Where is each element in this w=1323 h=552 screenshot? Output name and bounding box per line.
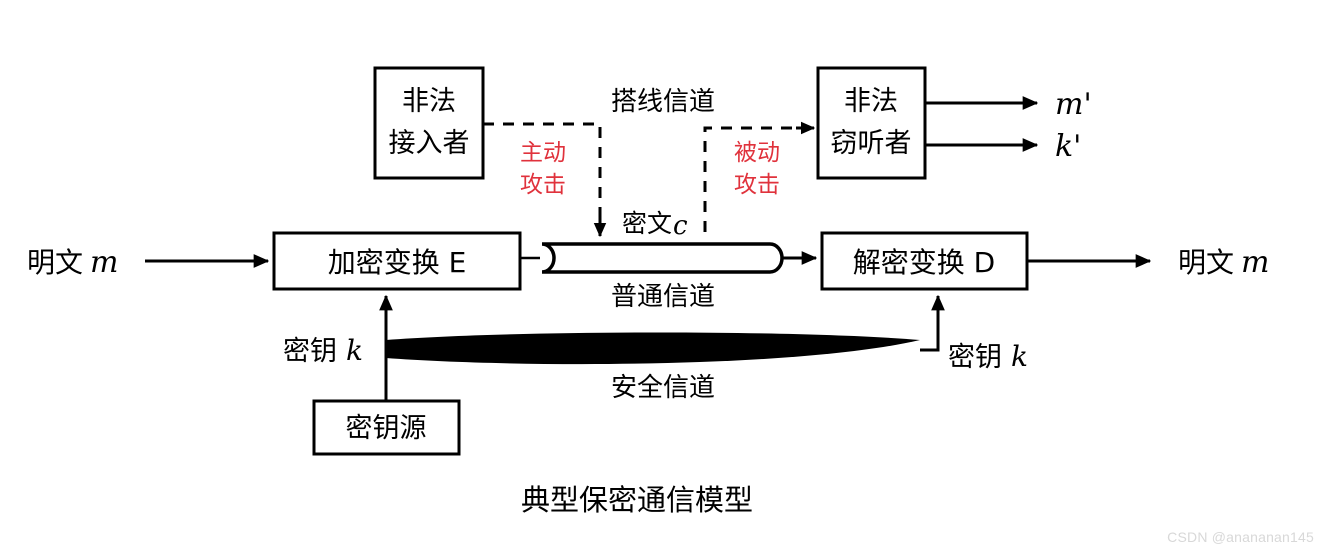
key-to-decrypt-arrow: [920, 294, 945, 352]
plaintext-input-group: 明文 m: [27, 245, 270, 280]
illegal-eavesdropper-label-line1: 非法: [844, 86, 898, 117]
key-right-variable: k: [1011, 340, 1028, 373]
plaintext-output-cjk-label: 明文: [1178, 246, 1234, 279]
illegal-eavesdropper-label-line2: 窃听者: [831, 128, 912, 159]
decrypt-transform-box: 解密变换 D: [820, 231, 1029, 291]
active-attack-dashed-line: [483, 122, 602, 222]
encrypt-transform-label: 加密变换 E: [328, 246, 467, 279]
key-right-cjk-label: 密钥: [948, 342, 1002, 373]
secure-channel-label: 安全信道: [611, 373, 715, 403]
key-left-connection: 密钥 k: [283, 294, 393, 401]
passive-attack-label-line2: 攻击: [734, 172, 780, 198]
illegal-eavesdropper-rect: [816, 66, 927, 180]
key-source-label: 密钥源: [346, 413, 427, 444]
channel-tube-shape: [541, 242, 784, 274]
key-left-cjk-label: 密钥: [283, 336, 337, 367]
ordinary-channel-pipe: 普通信道: [520, 242, 818, 312]
encrypt-transform-rect: [272, 231, 522, 291]
secure-channel-lens: [386, 332, 920, 365]
illegal-accessor-label-line2: 接入者: [389, 128, 470, 159]
illegal-eavesdropper-box: 非法 窃听者: [816, 66, 927, 180]
plaintext-output-group: 明文 m: [1027, 245, 1269, 280]
plaintext-output-variable: m: [1241, 245, 1269, 280]
csdn-watermark: CSDN @anananan145: [1167, 529, 1314, 545]
passive-attack-dashed-line: [703, 126, 800, 232]
key-right-connection: 密钥 k: [920, 294, 1028, 373]
m-prime-label: m': [1055, 87, 1092, 122]
plaintext-input-cjk-label: 明文: [27, 246, 83, 279]
key-source-box: 密钥源: [312, 399, 461, 456]
encrypt-transform-box: 加密变换 E: [272, 231, 522, 291]
passive-attack-label-line1: 被动: [734, 140, 780, 166]
illegal-accessor-label-line1: 非法: [402, 86, 456, 117]
decrypt-transform-label: 解密变换 D: [853, 246, 995, 279]
active-attack-label-line2: 攻击: [520, 172, 566, 198]
eavesdropper-output-k-prime: k': [925, 129, 1081, 164]
decrypt-transform-rect: [820, 231, 1029, 291]
secure-channel-group: 安全信道: [386, 332, 920, 403]
plaintext-input-variable: m: [90, 245, 118, 280]
illegal-accessor-rect: [373, 66, 485, 180]
ciphertext-variable: c: [673, 211, 688, 241]
passive-attack-path: [703, 121, 816, 232]
k-prime-label: k': [1055, 129, 1081, 164]
key-source-rect: [312, 399, 461, 456]
tap-channel-label: 搭线信道: [611, 87, 715, 117]
illegal-accessor-box: 非法 接入者: [373, 66, 485, 180]
ciphertext-cjk-label: 密文: [622, 209, 672, 238]
ordinary-channel-label: 普通信道: [611, 282, 715, 312]
eavesdropper-output-m-prime: m': [925, 87, 1092, 122]
diagram-caption: 典型保密通信模型: [521, 483, 753, 517]
active-attack-label-line1: 主动: [520, 140, 566, 166]
active-attack-path: [483, 122, 607, 238]
ciphertext-label-group: 密文 c: [622, 209, 688, 241]
key-left-variable: k: [346, 334, 363, 367]
